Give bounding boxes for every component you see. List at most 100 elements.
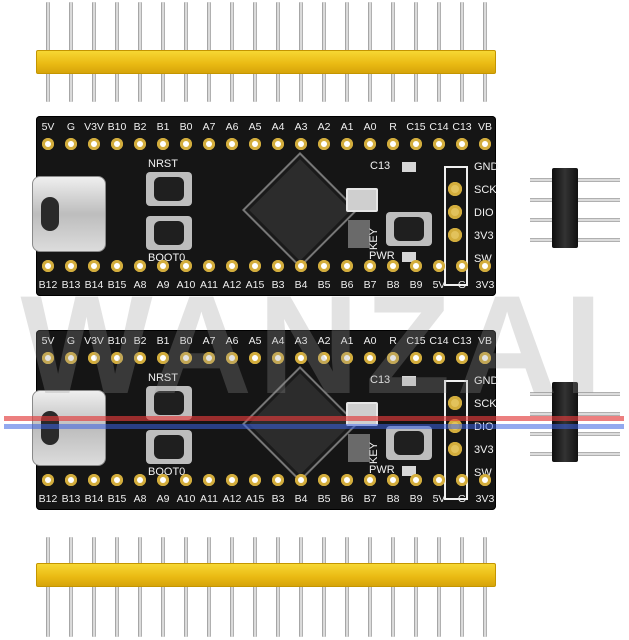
pin-hole — [387, 260, 399, 272]
top-pin-holes — [36, 138, 496, 152]
pin-hole — [157, 260, 169, 272]
pin-hole — [203, 352, 215, 364]
pin-hole — [203, 474, 215, 486]
swd-pad — [448, 442, 462, 456]
red-stripe — [4, 416, 624, 421]
pin-hole — [272, 260, 284, 272]
pwr-label: PWR — [369, 250, 395, 262]
pin-label: B13 — [61, 493, 81, 505]
pin-hole — [364, 260, 376, 272]
pin-hole — [226, 352, 238, 364]
pin-label: B4 — [294, 493, 308, 505]
pin-hole — [410, 260, 422, 272]
pin-hole — [479, 352, 491, 364]
bottom-header-pins — [36, 535, 496, 640]
pin-label: B9 — [409, 279, 423, 291]
pin-label: A7 — [202, 335, 216, 347]
pin-hole — [295, 474, 307, 486]
bottom-header-bar — [36, 563, 496, 587]
pin-hole — [42, 138, 54, 150]
pin-hole — [364, 474, 376, 486]
pin-label: B6 — [340, 279, 354, 291]
pin-hole — [249, 260, 261, 272]
pin-hole — [341, 260, 353, 272]
nrst-button — [146, 386, 192, 420]
pin-label: A0 — [363, 121, 377, 133]
swd-label: GND — [474, 161, 499, 173]
pin-hole — [272, 138, 284, 150]
right-angle-header-top — [530, 168, 620, 248]
pin-label: B1 — [156, 335, 170, 347]
pin-label: B15 — [107, 279, 127, 291]
nrst-button — [146, 172, 192, 206]
pwr-led — [402, 466, 416, 476]
pin-label: B2 — [133, 121, 147, 133]
blue-stripe — [4, 424, 624, 429]
pin-label: A7 — [202, 121, 216, 133]
pin-hole — [341, 138, 353, 150]
pin-label: A8 — [133, 279, 147, 291]
pin-hole — [226, 260, 238, 272]
pin-label: B12 — [38, 493, 58, 505]
header-pin — [230, 537, 234, 637]
pin-hole — [226, 474, 238, 486]
boot0-button — [146, 430, 192, 464]
header-pin — [69, 537, 73, 637]
pin-hole — [341, 474, 353, 486]
pin-label: C14 — [429, 121, 449, 133]
pin-label: B1 — [156, 121, 170, 133]
pin-label: B15 — [107, 493, 127, 505]
pin-hole — [42, 474, 54, 486]
pin-hole — [456, 138, 468, 150]
pin-hole — [295, 352, 307, 364]
pin-hole — [65, 474, 77, 486]
capacitor — [348, 220, 370, 248]
pin-hole — [134, 352, 146, 364]
pin-hole — [387, 474, 399, 486]
led — [402, 162, 416, 172]
pin-hole — [65, 138, 77, 150]
bottom-pin-holes — [36, 474, 496, 488]
pin-hole — [180, 474, 192, 486]
pin-label: A1 — [340, 121, 354, 133]
pin-label: R — [389, 335, 397, 347]
swd-pad — [448, 205, 462, 219]
pin-hole — [88, 138, 100, 150]
pin-hole — [272, 474, 284, 486]
boot0-button — [146, 216, 192, 250]
swd-frame — [444, 380, 468, 500]
pin-label: 3V3 — [475, 279, 495, 291]
pin-hole — [249, 352, 261, 364]
pin-label: A6 — [225, 335, 239, 347]
pin-label: A15 — [245, 493, 265, 505]
header-pin — [184, 537, 188, 637]
swd-label: DIO — [474, 207, 494, 219]
pin-hole — [65, 260, 77, 272]
pin-hole — [249, 138, 261, 150]
pin-label: B0 — [179, 335, 193, 347]
pin-label: A11 — [200, 279, 218, 291]
pin-label: C15 — [406, 335, 426, 347]
pin-hole — [180, 138, 192, 150]
swd-frame — [444, 166, 468, 286]
pin-hole — [387, 352, 399, 364]
pin-hole — [456, 260, 468, 272]
pin-label: G — [457, 279, 467, 291]
pin-hole — [111, 138, 123, 150]
header-pin — [368, 537, 372, 637]
pin-hole — [479, 138, 491, 150]
pin-hole — [433, 260, 445, 272]
header-pin — [161, 537, 165, 637]
pin-hole — [295, 260, 307, 272]
right-angle-header-bottom — [530, 382, 620, 462]
boot0-label: BOOT0 — [148, 252, 186, 264]
pin-label: B8 — [386, 493, 400, 505]
header-pin — [207, 537, 211, 637]
header-pin — [92, 537, 96, 637]
pin-hole — [111, 474, 123, 486]
pin-label: B4 — [294, 279, 308, 291]
header-pin — [414, 537, 418, 637]
